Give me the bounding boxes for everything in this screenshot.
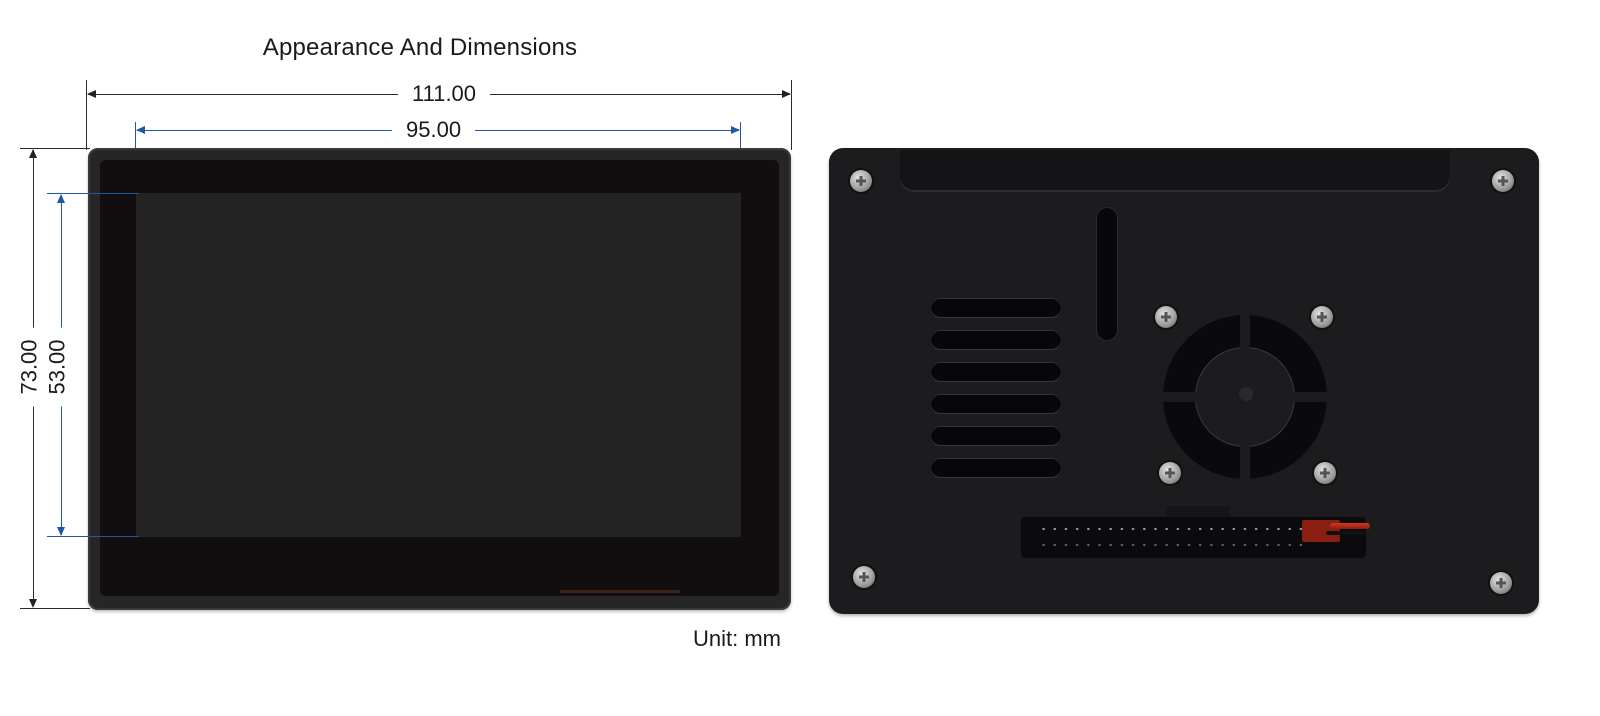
fan-center-cap [1239, 387, 1253, 401]
arrow-right-icon [782, 90, 791, 98]
height-extension-top [20, 148, 90, 149]
vent-slot [931, 330, 1061, 349]
display-active-area [136, 193, 741, 537]
screw-icon [850, 170, 872, 192]
fan-wire-black [1326, 531, 1366, 535]
screen-reflection [560, 590, 680, 593]
screw-icon [853, 566, 875, 588]
diagram-title: Appearance And Dimensions [262, 34, 578, 61]
screw-icon [1490, 572, 1512, 594]
screw-icon [1155, 306, 1177, 328]
sd-card-slot [1096, 207, 1118, 341]
vent-slot [931, 298, 1061, 317]
arrow-down-icon [29, 599, 37, 608]
arrow-right-icon [731, 126, 740, 134]
unit-label: Unit: mm [693, 626, 781, 651]
overall-height-label: 73.00 [17, 327, 42, 407]
arrow-left-icon [136, 126, 145, 134]
screw-icon [1311, 306, 1333, 328]
width-extension-line-left [86, 80, 87, 150]
arrow-down-icon [57, 527, 65, 536]
display-height-label: 53.00 [45, 327, 70, 407]
display-height-extension-top [47, 193, 139, 194]
gpio-pin-row-bottom [1038, 544, 1308, 546]
vent-slot [931, 394, 1061, 413]
gpio-pin-row-top [1038, 528, 1308, 530]
fan-wire-red [1330, 523, 1370, 529]
display-height-extension-bottom [47, 536, 139, 537]
arrow-up-icon [57, 194, 65, 203]
vent-slot [931, 458, 1061, 477]
gpio-header-key [1166, 506, 1230, 520]
screw-icon [1159, 462, 1181, 484]
vent-slot [931, 362, 1061, 381]
arrow-left-icon [87, 90, 96, 98]
arrow-up-icon [29, 149, 37, 158]
top-ridge-recess [900, 150, 1450, 192]
height-extension-bottom [20, 608, 90, 609]
width-extension-line-right [791, 80, 792, 150]
overall-width-label: 111.00 [398, 82, 491, 106]
screw-icon [1492, 170, 1514, 192]
screw-icon [1314, 462, 1336, 484]
display-width-label: 95.00 [392, 118, 476, 142]
vent-slot [931, 426, 1061, 445]
